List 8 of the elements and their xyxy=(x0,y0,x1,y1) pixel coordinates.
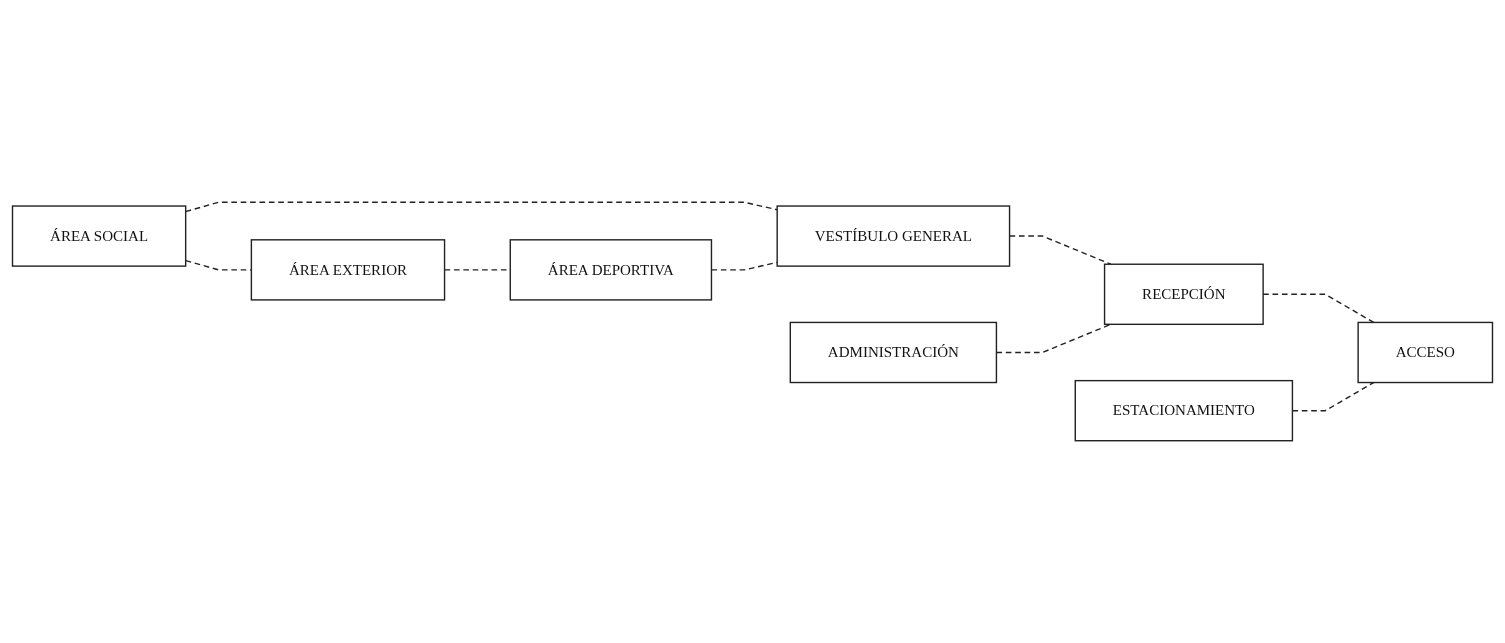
node-box: ÁREA DEPORTIVA xyxy=(509,239,713,301)
node-box: RECEPCIÓN xyxy=(1103,263,1264,326)
node-box: ÁREA SOCIAL xyxy=(11,205,187,267)
node-box: ACCESO xyxy=(1357,321,1494,384)
node-box: ÁREA EXTERIOR xyxy=(250,239,446,301)
node-box: ESTACIONAMIENTO xyxy=(1074,379,1294,442)
node-box: VESTÍBULO GENERAL xyxy=(776,205,1011,267)
node-box: ADMINISTRACIÓN xyxy=(789,321,998,384)
